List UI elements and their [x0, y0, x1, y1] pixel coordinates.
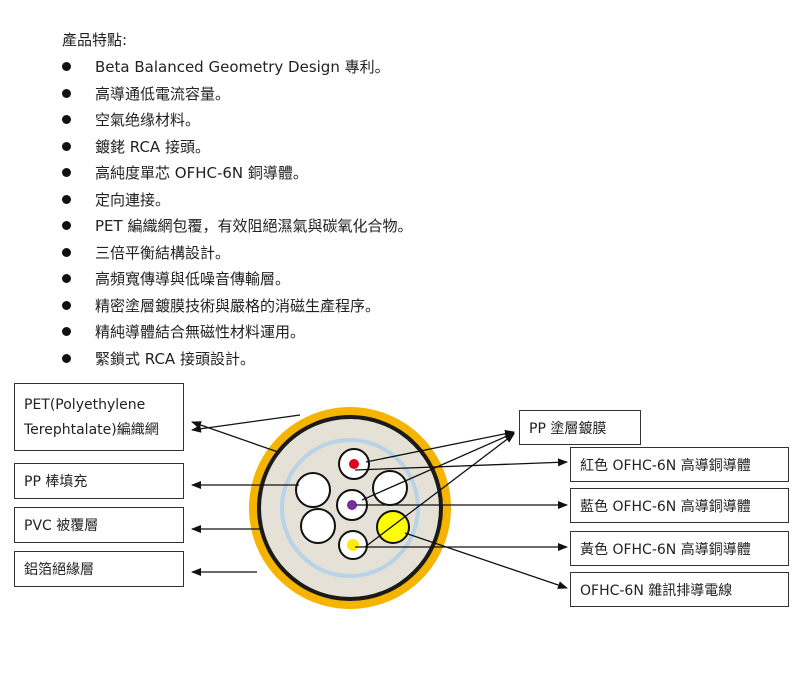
list-item: 三倍平衡結構設計。 — [62, 242, 762, 269]
bullet-icon — [62, 300, 71, 310]
list-item: 緊鎖式 RCA 接頭設計。 — [62, 348, 762, 375]
arrow-red-conductor — [354, 458, 568, 471]
bullet-icon — [62, 141, 71, 151]
features-title: 產品特點: — [62, 31, 128, 49]
label-box-pvc: PVC 被覆層 — [14, 507, 184, 543]
arrow-pet-upper — [191, 421, 279, 453]
arrow-pp-coating-3 — [364, 433, 515, 548]
list-item-text: 精密塗層鍍膜技術與嚴格的消磁生產程序。 — [95, 296, 381, 315]
list-item-text: 三倍平衡結構設計。 — [95, 243, 231, 262]
label-pet-line1: PET(Polyethylene — [24, 397, 146, 413]
list-item-text: PET 編織網包覆，有效阻絕濕氣與碳氧化合物。 — [95, 217, 413, 235]
bullet-icon — [62, 327, 71, 336]
pp-filler-rod-lower-left — [300, 508, 336, 544]
list-item: 高導通低電流容量。 — [62, 83, 762, 110]
bullet-icon — [62, 194, 71, 204]
list-item: 高頻寬傳導與低噪音傳輸層。 — [62, 268, 762, 295]
list-item-text: 空氣绝缘材料。 — [95, 111, 201, 129]
red-conductor-core — [349, 459, 359, 469]
list-item: 高純度單芯 OFHC-6N 銅導體。 — [62, 162, 762, 189]
list-item: 定向連接。 — [62, 189, 762, 216]
arrow-drain-wire — [404, 532, 568, 589]
list-item-text: 精純導體結合無磁性材料運用。 — [95, 323, 306, 341]
label-box-yellow-conductor: 黃色 OFHC-6N 高導銅導體 — [570, 531, 789, 566]
features-list: Beta Balanced Geometry Design 專利。 高導通低電流… — [62, 56, 762, 374]
list-item: 鍍銠 RCA 接頭。 — [62, 136, 762, 163]
label-box-pet: PET(Polyethylene Terephtalate)編織網 — [14, 383, 184, 451]
pointer-arrows — [191, 414, 568, 589]
label-box-blue-conductor: 藍色 OFHC-6N 高導銅導體 — [570, 488, 789, 523]
list-item-text: 高純度單芯 OFHC-6N 銅導體。 — [95, 164, 308, 182]
bullet-icon — [62, 62, 71, 71]
pp-filler-rod-upper-left — [295, 472, 331, 508]
blue-conductor-core — [347, 500, 357, 510]
arrow-pp-coating-1 — [365, 429, 515, 463]
list-item: PET 編織網包覆，有效阻絕濕氣與碳氧化合物。 — [62, 215, 762, 242]
bullet-icon — [62, 221, 71, 230]
list-item: Beta Balanced Geometry Design 專利。 — [62, 56, 762, 83]
label-box-pp-filler: PP 棒填充 — [14, 463, 184, 499]
bullet-icon — [62, 168, 71, 177]
list-item-text: 高導通低電流容量。 — [95, 84, 231, 103]
drain-wire-core — [376, 510, 410, 544]
list-item: 精純導體結合無磁性材料運用。 — [62, 321, 762, 348]
list-item-text: 緊鎖式 RCA 接頭設計。 — [95, 349, 255, 368]
list-item-text: Beta Balanced Geometry Design 專利。 — [95, 58, 390, 76]
list-item-text: 鍍銠 RCA 接頭。 — [95, 137, 210, 156]
bullet-icon — [62, 115, 71, 124]
label-box-foil: 鋁箔絕緣層 — [14, 551, 184, 587]
list-item-text: 定向連接。 — [95, 190, 171, 209]
bullet-icon — [62, 353, 71, 363]
bullet-icon — [62, 88, 71, 98]
label-box-pp-coating: PP 塗層鍍膜 — [519, 410, 641, 445]
label-box-red-conductor: 紅色 OFHC-6N 高導銅導體 — [570, 447, 789, 482]
yellow-conductor-core — [347, 539, 359, 551]
bullet-icon — [62, 247, 71, 257]
label-box-drain-wire: OFHC-6N 雜訊排導電線 — [570, 572, 789, 607]
arrow-pet-lower — [191, 414, 301, 433]
list-item: 精密塗層鍍膜技術與嚴格的消磁生產程序。 — [62, 295, 762, 322]
features-section: 產品特點: Beta Balanced Geometry Design 專利。 … — [62, 30, 762, 374]
cable-cross-section — [249, 407, 451, 609]
list-item-text: 高頻寬傳導與低噪音傳輸層。 — [95, 270, 291, 288]
blue-inner-ring — [280, 438, 420, 578]
bullet-icon — [62, 274, 71, 283]
list-item: 空氣绝缘材料。 — [62, 109, 762, 136]
label-pet-line2: Terephtalate)編織網 — [24, 422, 159, 438]
